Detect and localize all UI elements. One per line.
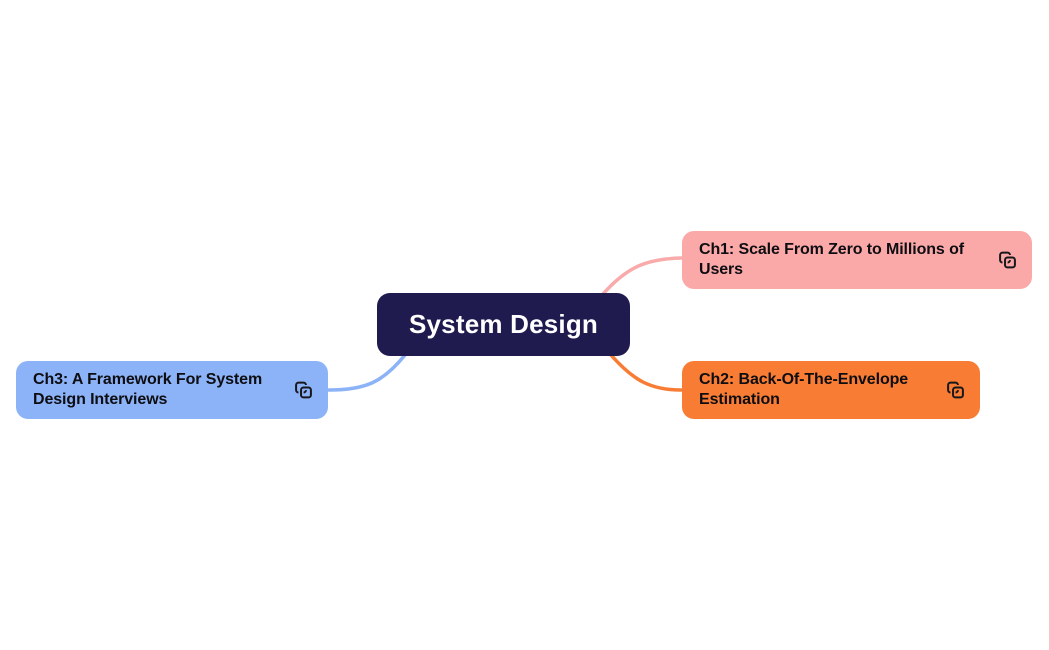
node-ch2[interactable]: Ch2: Back-Of-The-Envelope Estimation [682,361,980,419]
connector-root-ch3 [327,353,407,392]
root-node-system-design[interactable]: System Design [377,293,630,356]
node-ch2-label: Ch2: Back-Of-The-Envelope Estimation [699,370,909,409]
connector-root-ch1 [601,256,683,296]
root-node-label: System Design [408,309,598,339]
link-icon[interactable] [946,381,965,400]
node-ch1-label: Ch1: Scale From Zero to Millions of User… [699,240,964,279]
link-icon[interactable] [998,251,1017,270]
node-ch3-label: Ch3: A Framework For System Design Inter… [33,370,263,409]
connector-root-ch2 [609,353,683,392]
link-icon[interactable] [294,381,313,400]
node-ch1[interactable]: Ch1: Scale From Zero to Millions of User… [682,231,1032,289]
node-ch3[interactable]: Ch3: A Framework For System Design Inter… [16,361,328,419]
